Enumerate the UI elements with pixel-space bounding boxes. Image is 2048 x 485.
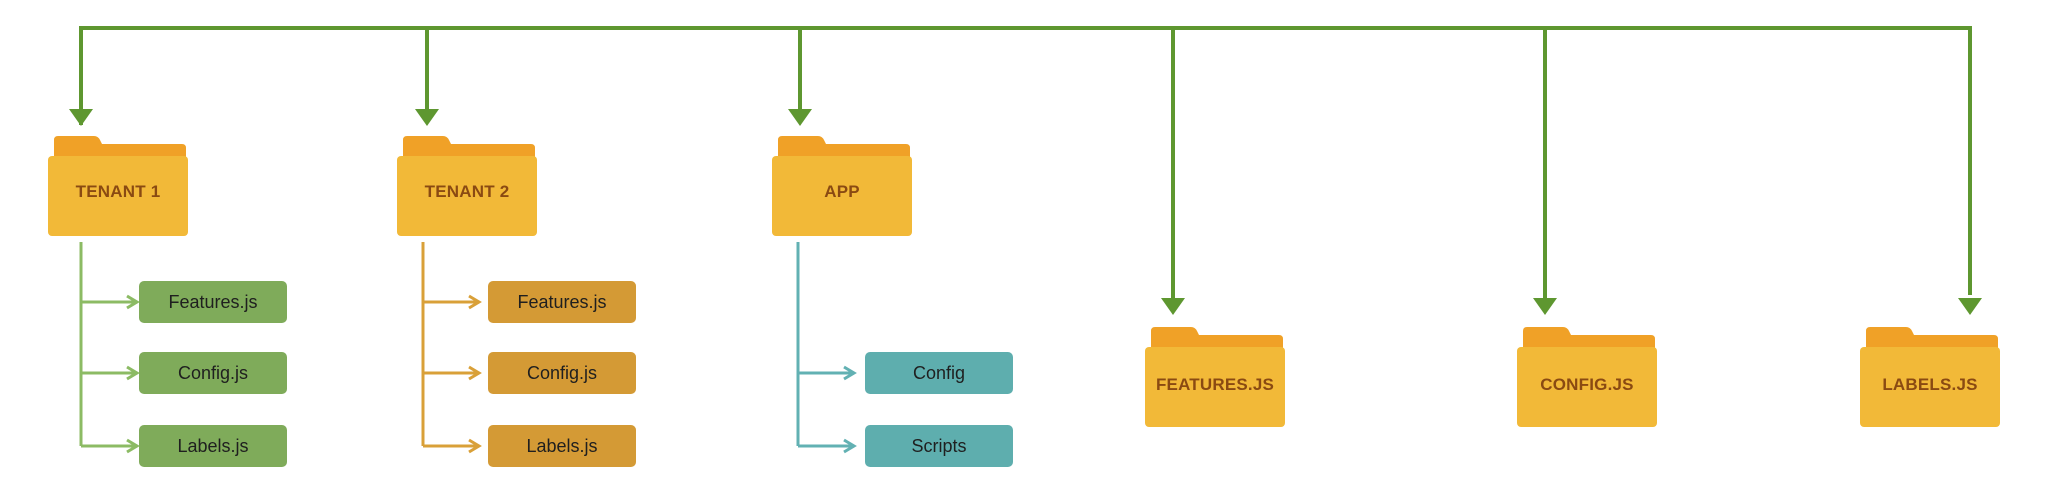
file-app-scripts[interactable]: Scripts (865, 425, 1013, 467)
tenant1-tree (79, 242, 140, 454)
arrowhead-features-js (1161, 298, 1185, 315)
file-tenant1-features[interactable]: Features.js (139, 281, 287, 323)
folder-app[interactable]: APP (772, 136, 912, 236)
folder-icon (1517, 327, 1657, 427)
file-tenant2-config[interactable]: Config.js (488, 352, 636, 394)
folder-icon (48, 136, 188, 236)
file-tenant2-labels[interactable]: Labels.js (488, 425, 636, 467)
folder-icon (1145, 327, 1285, 427)
folder-icon (397, 136, 537, 236)
main-connector (79, 26, 1972, 298)
folder-tenant1[interactable]: TENANT 1 (48, 136, 188, 236)
folder-label: APP (824, 182, 860, 201)
tenant2-tree (421, 242, 482, 454)
folder-icon (1860, 327, 2000, 427)
folder-labels-js[interactable]: LABELS.JS (1860, 327, 2000, 427)
arrowhead-config-js (1533, 298, 1557, 315)
file-tenant1-labels[interactable]: Labels.js (139, 425, 287, 467)
folder-label: FEATURES.JS (1155, 375, 1275, 394)
arrowhead-tenant1 (69, 109, 93, 126)
folder-label: LABELS.JS (1882, 375, 1978, 394)
folder-label: TENANT 1 (75, 182, 161, 201)
folder-icon (772, 136, 912, 236)
folder-config-js[interactable]: CONFIG.JS (1517, 327, 1657, 427)
file-app-config[interactable]: Config (865, 352, 1013, 394)
file-tenant2-features[interactable]: Features.js (488, 281, 636, 323)
folder-features-js[interactable]: FEATURES.JS (1145, 327, 1285, 427)
arrowhead-labels-js (1958, 298, 1982, 315)
folder-tenant2[interactable]: TENANT 2 (397, 136, 537, 236)
folder-label: TENANT 2 (424, 182, 510, 201)
app-tree (796, 242, 857, 454)
arrowhead-tenant2 (415, 109, 439, 126)
main-bus-line (79, 26, 1972, 295)
folder-label: CONFIG.JS (1540, 375, 1634, 394)
main-arrowheads (69, 109, 1982, 315)
arrowhead-app (788, 109, 812, 126)
file-tenant1-config[interactable]: Config.js (139, 352, 287, 394)
